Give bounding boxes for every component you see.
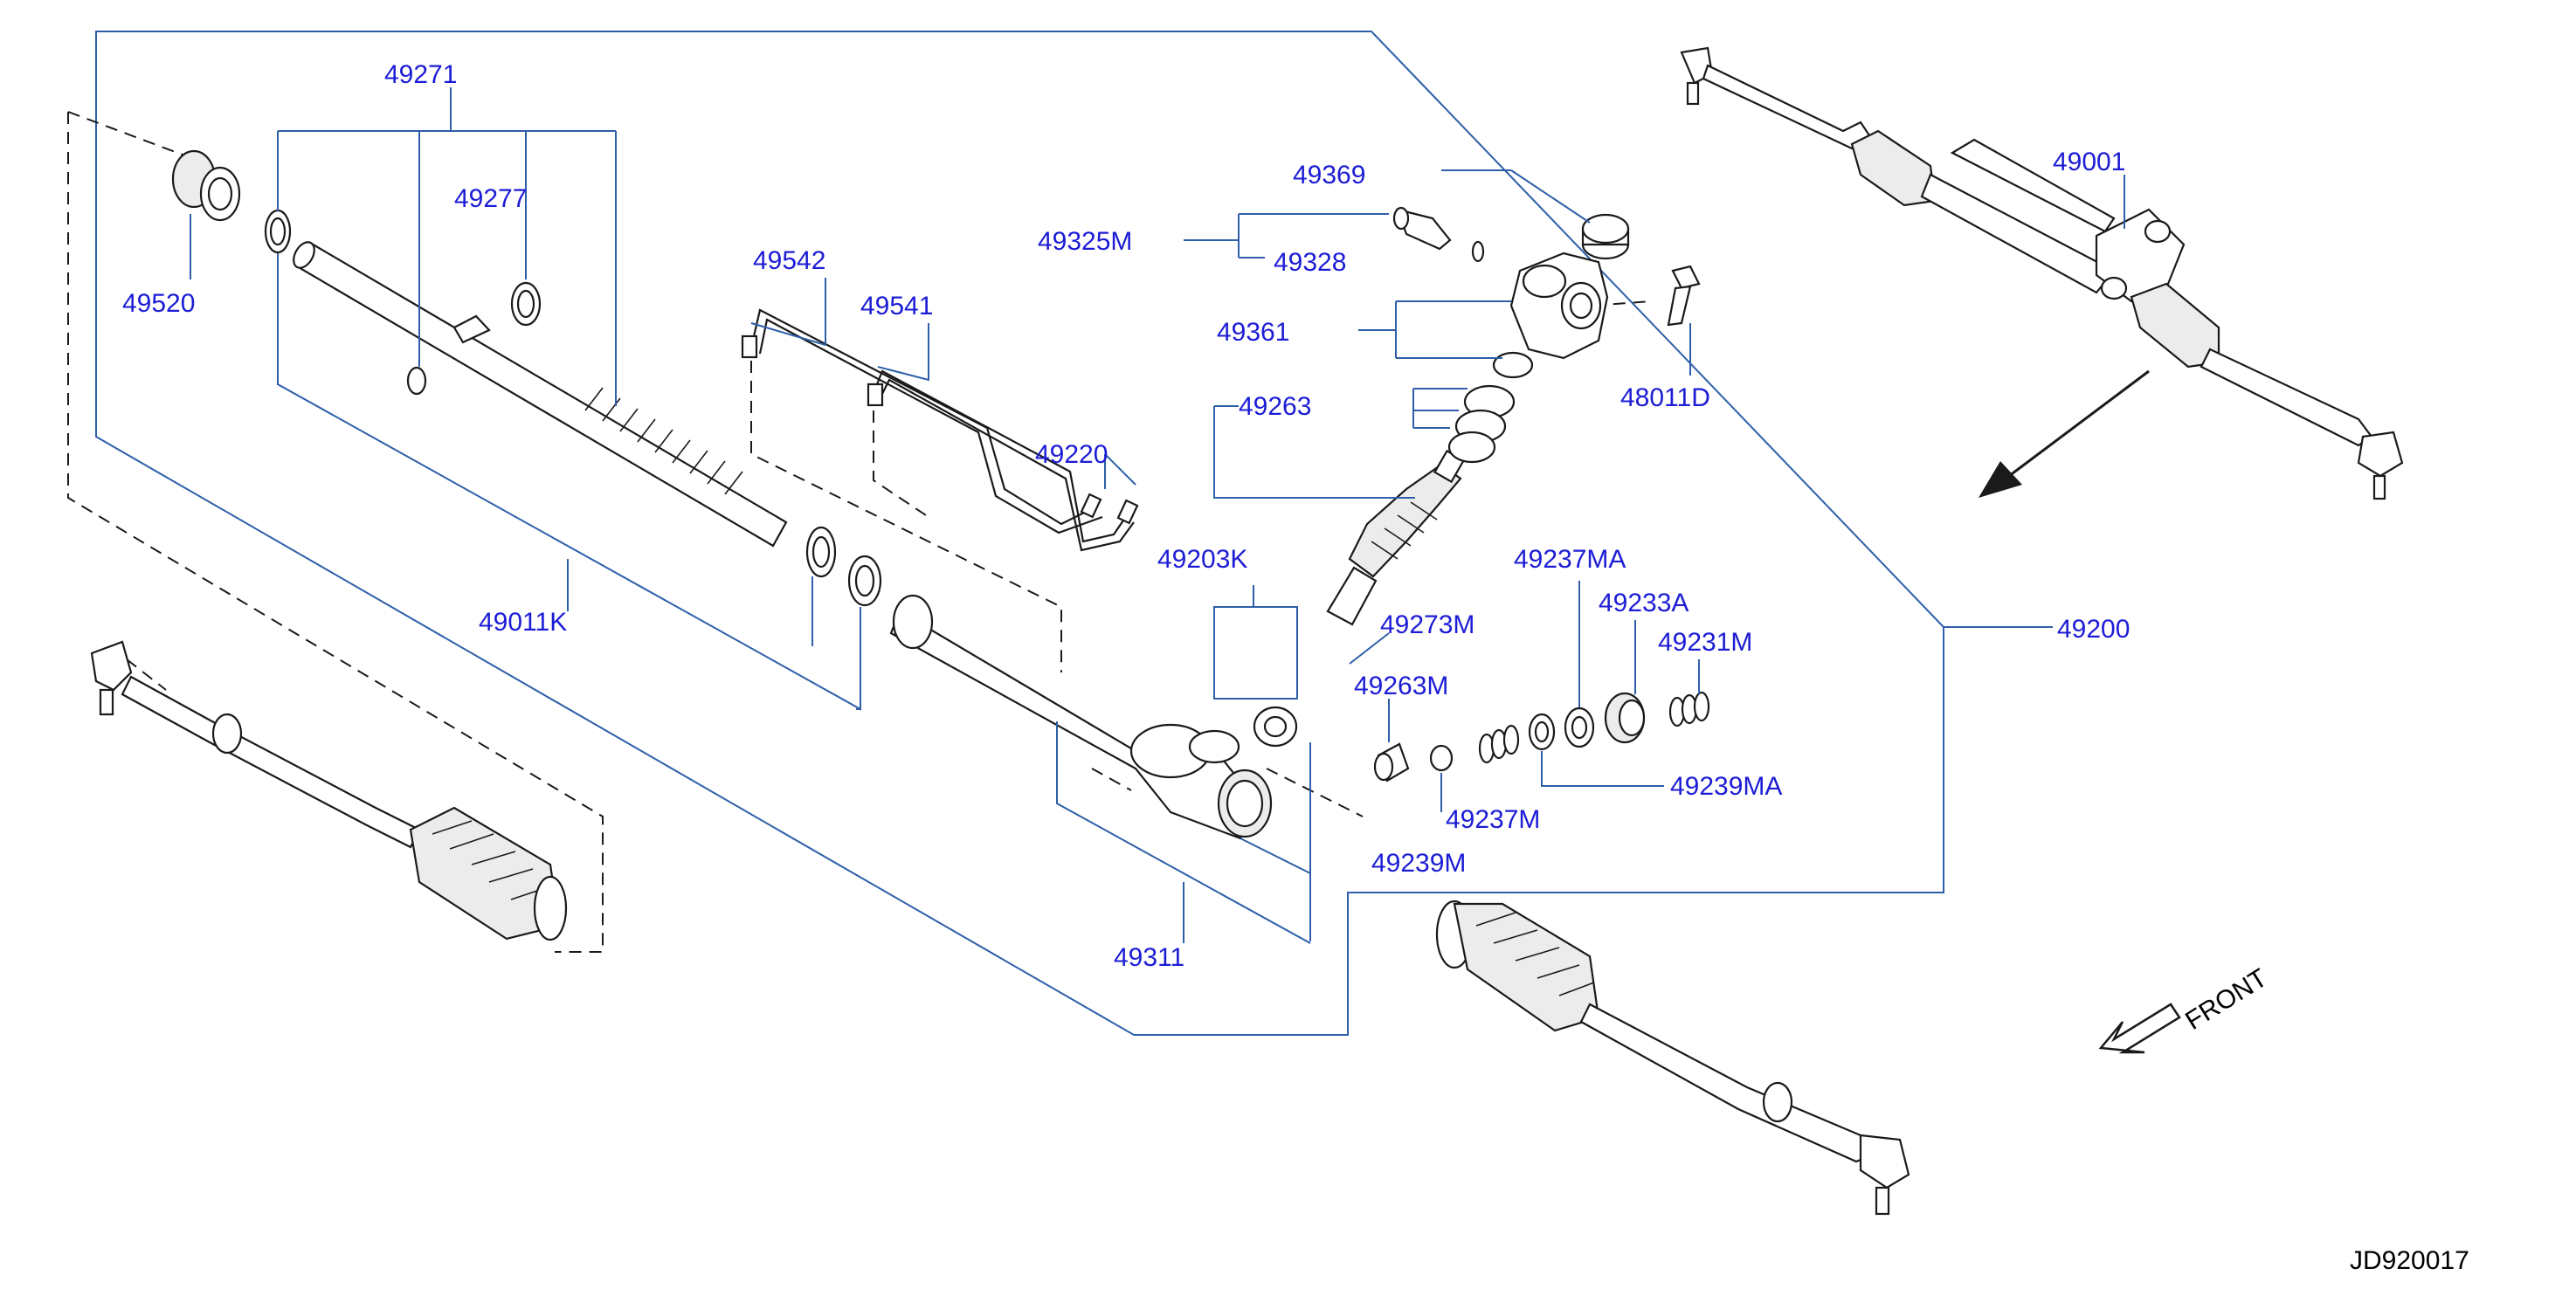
label-49203K: 49203K — [1157, 545, 1247, 574]
callouts: 49271 49277 49520 49542 49541 49220 4901… — [122, 60, 2130, 972]
seal-49239MA — [1528, 713, 1556, 751]
label-49328: 49328 — [1274, 248, 1346, 277]
label-49200: 49200 — [2057, 615, 2130, 644]
label-49277: 49277 — [454, 184, 527, 213]
pinion-valve-49203K — [1326, 449, 1466, 626]
bolt-48011D — [1667, 265, 1701, 327]
nut-49233A — [1604, 692, 1646, 744]
left-tie-rod-assembly — [90, 640, 568, 941]
rack-seal-pair — [805, 526, 882, 607]
o-ring-49328 — [1471, 240, 1485, 263]
yoke-49263M — [1373, 742, 1410, 782]
label-49541: 49541 — [860, 292, 933, 321]
label-49011K: 49011K — [479, 608, 567, 637]
gear-housing-49311 — [889, 594, 1298, 840]
cap-49369 — [1581, 213, 1630, 260]
valve-body-49361 — [1492, 252, 1609, 379]
rack-teeth — [584, 387, 743, 495]
rack-shaft-49011K — [293, 241, 788, 548]
label-49231M: 49231M — [1658, 628, 1752, 657]
fitting-49325M — [1392, 206, 1452, 251]
washer-49237MA — [1564, 707, 1595, 748]
label-49239MA: 49239MA — [1670, 772, 1782, 801]
label-49325M: 49325M — [1038, 227, 1132, 256]
label-49542: 49542 — [753, 246, 825, 275]
spring-49231M — [1668, 691, 1710, 727]
label-49233A: 49233A — [1599, 589, 1689, 617]
bushing-49520 — [171, 149, 241, 222]
label-49239M: 49239M — [1371, 849, 1466, 878]
direction-arrow — [1979, 369, 2150, 498]
front-arrow: FRONT — [2098, 963, 2272, 1054]
assembly-frame-49200 — [95, 31, 1944, 1036]
seal-ring-49271 — [264, 209, 292, 254]
label-49273M: 49273M — [1380, 610, 1474, 639]
spring-49237M — [1429, 724, 1520, 772]
diagram-code: JD920017 — [2350, 1246, 2469, 1275]
label-49361: 49361 — [1217, 318, 1289, 347]
snap-ring-49277 — [510, 281, 542, 327]
label-49263: 49263 — [1239, 392, 1311, 421]
label-49311: 49311 — [1114, 943, 1184, 972]
front-label: FRONT — [2180, 963, 2272, 1036]
dashed-outlines — [67, 111, 1652, 953]
label-49520: 49520 — [122, 289, 195, 318]
complete-gear-assembly-49001 — [1680, 46, 2404, 500]
o-ring-small — [406, 366, 427, 396]
label-49369: 49369 — [1293, 161, 1365, 190]
label-49220: 49220 — [1035, 440, 1108, 469]
label-49237M: 49237M — [1446, 805, 1540, 834]
label-49271: 49271 — [384, 60, 457, 89]
pressure-lines-49541-49542 — [741, 308, 1139, 552]
label-49237MA: 49237MA — [1514, 545, 1626, 574]
label-49263M: 49263M — [1354, 672, 1448, 700]
leader-lines — [190, 87, 2125, 944]
label-49001: 49001 — [2053, 148, 2125, 176]
rings-49263 — [1447, 384, 1516, 464]
label-48011D: 48011D — [1620, 383, 1710, 412]
right-tie-rod-assembly — [1435, 900, 1910, 1216]
